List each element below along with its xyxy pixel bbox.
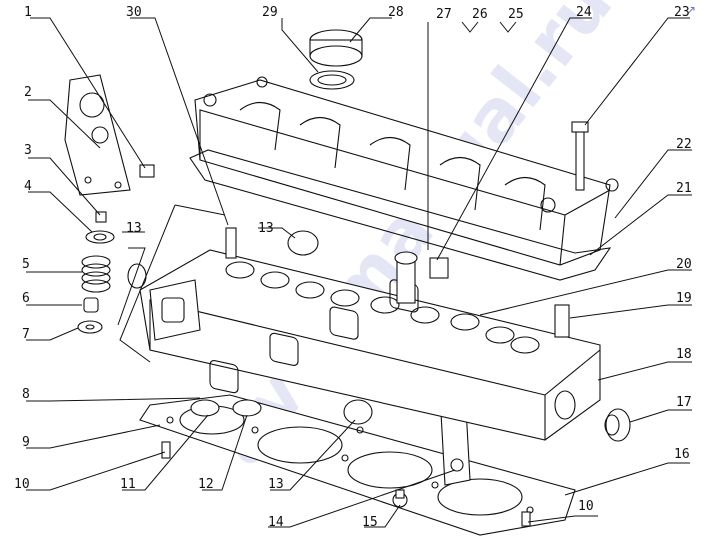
callout-13-lower: 13 — [268, 477, 284, 492]
callout-26: 26 — [472, 7, 488, 22]
callout-21: 21 — [676, 181, 692, 196]
valve-spring — [81, 255, 111, 293]
oil-filler-cap — [309, 29, 363, 67]
valve-collet — [95, 211, 107, 223]
callout-10-right: 10 — [578, 499, 594, 514]
cover-bolt — [571, 121, 589, 191]
spring-seat-washer — [77, 320, 103, 334]
callout-30: 30 — [126, 5, 142, 20]
timing-cover-plate — [64, 74, 131, 196]
callout-14: 14 — [268, 515, 284, 530]
callout-29: 29 — [262, 5, 278, 20]
leader-lines — [26, 17, 692, 528]
callout-9: 9 — [22, 435, 30, 450]
dowel-pin-left — [161, 441, 171, 459]
injector-sleeve — [394, 251, 418, 304]
callout-7: 7 — [22, 327, 30, 342]
callout-16: 16 — [674, 447, 690, 462]
callout-15: 15 — [362, 515, 378, 530]
callout-5: 5 — [22, 257, 30, 272]
callout-8: 8 — [22, 387, 30, 402]
corner-mark: ↗ — [686, 3, 696, 17]
callout-23: 23 — [674, 5, 690, 20]
callout-13-left: 13 — [126, 221, 142, 236]
callout-2: 2 — [24, 85, 32, 100]
callout-1: 1 — [24, 5, 32, 20]
bolt-1 — [139, 164, 155, 178]
nut-24 — [429, 257, 449, 279]
callout-10-left: 10 — [14, 477, 30, 492]
callout-27: 27 — [436, 7, 452, 22]
callout-18: 18 — [676, 347, 692, 362]
stud-30 — [225, 227, 237, 259]
callout-25: 25 — [508, 7, 524, 22]
cylinder-head-gasket — [139, 394, 576, 536]
valve-seat-11 — [190, 399, 220, 417]
callout-13-upper: 13 — [258, 221, 274, 236]
expansion-plug-lower — [343, 399, 373, 425]
stud-19 — [554, 304, 570, 338]
expansion-plug-side — [127, 263, 147, 289]
valve-stem-seal — [83, 297, 99, 313]
valve-cover — [194, 76, 619, 266]
callout-24: 24 — [576, 5, 592, 20]
callout-20: 20 — [676, 257, 692, 272]
filler-cap-seal — [309, 70, 355, 90]
callout-6: 6 — [22, 291, 30, 306]
callout-28: 28 — [388, 5, 404, 20]
bolt-15 — [392, 489, 408, 508]
spring-retainer — [85, 230, 115, 244]
valve-cover-gasket — [189, 149, 612, 281]
callout-labels: 1 2 3 4 5 6 7 8 9 10 11 12 13 13 14 15 1… — [14, 5, 692, 530]
callout-3: 3 — [24, 143, 32, 158]
callout-19: 19 — [676, 291, 692, 306]
callout-17: 17 — [676, 395, 692, 410]
expansion-plug-upper — [287, 230, 319, 256]
callout-4: 4 — [24, 179, 32, 194]
callout-11: 11 — [120, 477, 136, 492]
callout-22: 22 — [676, 137, 692, 152]
thermostat-housing — [604, 408, 631, 442]
dowel-pin-right — [521, 511, 531, 527]
callout-12: 12 — [198, 477, 214, 492]
valve-seat-12 — [232, 399, 262, 417]
